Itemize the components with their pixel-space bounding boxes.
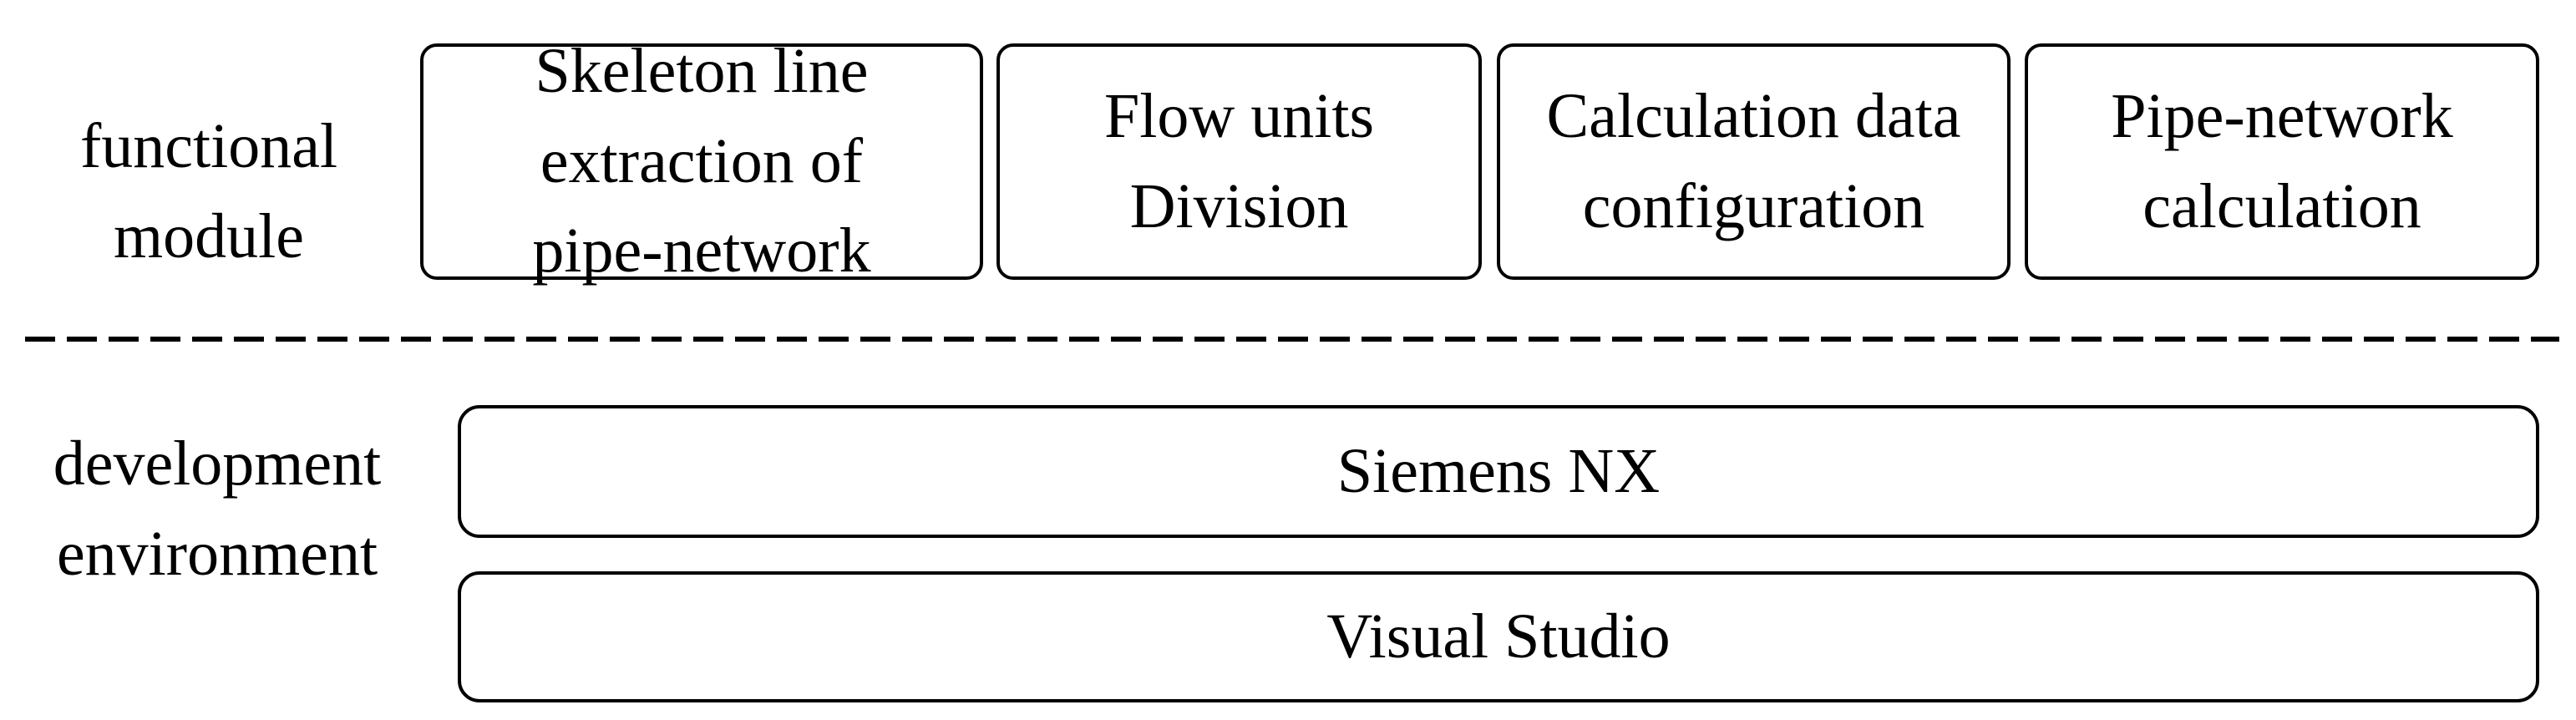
module-box-pipe-network-calculation[interactable]: Pipe-network calculation [2025,43,2539,280]
row-label-development-environment-line2: environment [56,519,378,589]
environment-box-siemens-nx-label: Siemens NX [1336,435,1661,506]
row-label-development-environment-line1: development [53,428,382,499]
row-label-development-environment: development environment [0,418,434,601]
environment-box-siemens-nx[interactable]: Siemens NX [458,405,2539,538]
module-box-calculation-data-configuration-label: Calculation data configuration [1546,80,1961,241]
environment-box-visual-studio-label: Visual Studio [1326,601,1671,672]
row-label-functional-module-line1: functional [79,111,338,182]
module-box-calculation-data-configuration[interactable]: Calculation data configuration [1497,43,2011,280]
row-label-functional-module: functional module [0,100,418,284]
environment-box-visual-studio[interactable]: Visual Studio [458,571,2539,702]
module-box-flow-units-division[interactable]: Flow units Division [996,43,1482,280]
module-box-skeleton-line-extraction[interactable]: Skeleton line extraction of pipe-network [420,36,983,286]
dashed-divider [25,337,2559,342]
row-label-functional-module-line2: module [114,201,304,271]
module-box-flow-units-division-label: Flow units Division [1103,80,1375,241]
module-box-skeleton-line-extraction-label: Skeleton line extraction of pipe-network [532,35,871,286]
module-box-pipe-network-calculation-label: Pipe-network calculation [2111,80,2453,241]
